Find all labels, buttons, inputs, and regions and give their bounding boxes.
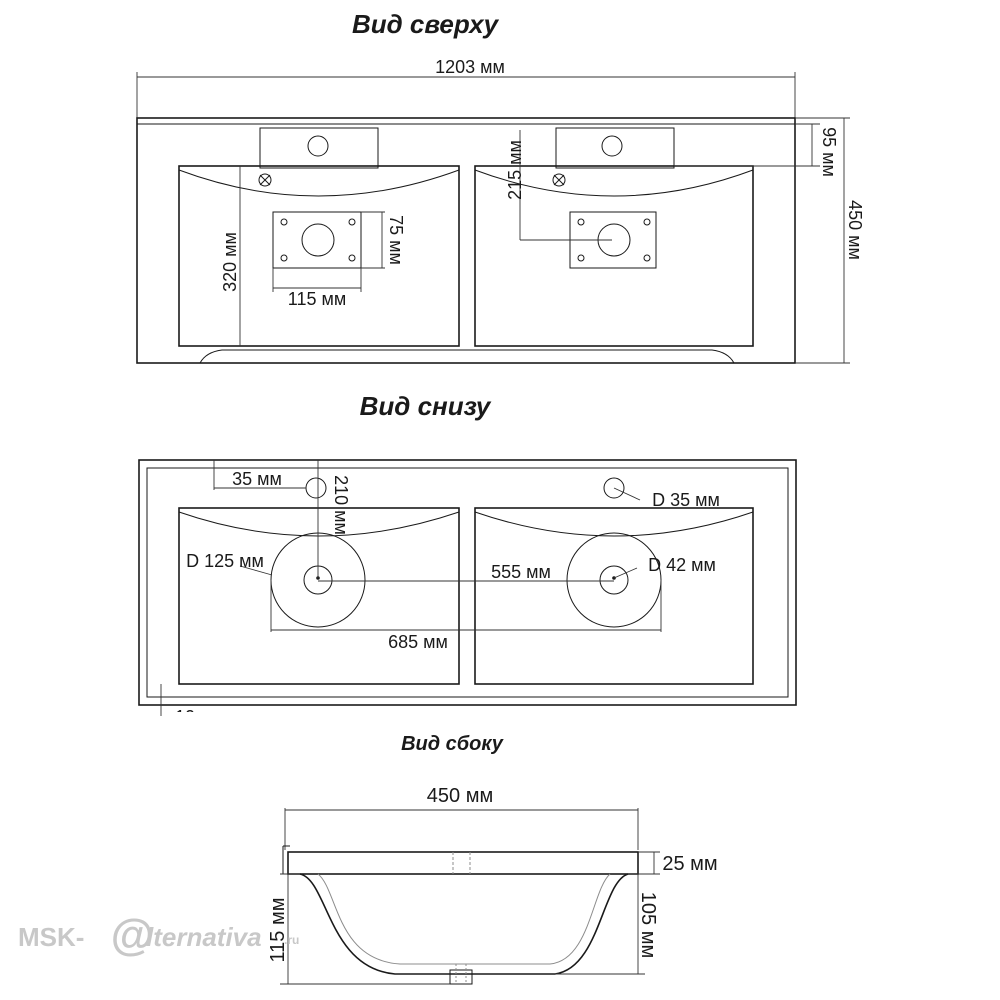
- top-left-bowl: [178, 165, 460, 347]
- bottom-inner-border: [146, 467, 789, 698]
- top-drain-offset-label: 215 мм: [505, 140, 525, 200]
- top-right-faucet-deck: [555, 127, 675, 169]
- top-right-overflow-icon: [552, 173, 566, 187]
- bottom-right-drain-hole: [599, 565, 629, 595]
- bottom-hole-offset-x-label: 35 мм: [232, 469, 282, 489]
- bottom-hole-diameter-label: D 35 мм: [652, 490, 720, 510]
- top-bracket-width-label: 115 мм: [288, 289, 346, 309]
- side-drain-outlet: [449, 969, 473, 985]
- bottom-bowl-diameter-label: D 125 мм: [186, 551, 264, 571]
- watermark-left: MSK-: [18, 922, 84, 952]
- top-faucet-offset-label: 95 мм: [819, 127, 839, 177]
- bottom-drain-diameter-label: D 42 мм: [648, 555, 716, 575]
- bottom-view: Вид снизу 35 мм 210 мм D 35 мм D 125 мм: [138, 391, 797, 727]
- side-bowl-height-label: 105 мм: [637, 892, 659, 958]
- bottom-right-bowl-curve: [474, 511, 754, 537]
- top-left-overflow-icon: [258, 173, 272, 187]
- watermark: MSK- @ lternativa .ru: [18, 911, 299, 960]
- bottom-left-bowl: [178, 507, 460, 685]
- top-right-bowl-curve: [474, 169, 754, 197]
- watermark-mark: @: [110, 911, 153, 960]
- bottom-right-drain-outer: [566, 532, 662, 628]
- bottom-countertop-outline: [138, 459, 797, 706]
- top-left-basin: [178, 127, 460, 347]
- side-depth-label: 450 мм: [427, 785, 493, 807]
- top-front-lip: [199, 349, 735, 364]
- top-left-faucet-hole: [307, 135, 329, 157]
- bottom-left-bowl-curve: [178, 511, 460, 537]
- top-bracket-height-label: 75 мм: [386, 215, 406, 265]
- bottom-left-faucet-hole: [305, 477, 327, 499]
- side-view: Вид сбоку 450 мм 25 мм 105 мм 115 мм: [267, 733, 718, 985]
- bottom-hole-offset-y-label: 210 мм: [331, 475, 351, 535]
- top-view: Вид сверху 1203 мм: [136, 9, 865, 364]
- side-total-height-label: 115 мм: [267, 898, 289, 963]
- top-left-drain-bracket: [272, 211, 362, 269]
- watermark-right: lternativa: [146, 922, 262, 952]
- top-right-faucet-hole: [601, 135, 623, 157]
- top-left-drain-hole: [301, 223, 335, 257]
- bottom-right-faucet-hole: [603, 477, 625, 499]
- top-countertop-outline: [136, 117, 796, 364]
- side-bowl-inner: [317, 873, 611, 965]
- top-left-bowl-curve: [178, 169, 460, 197]
- side-slab: [287, 851, 639, 875]
- side-view-title: Вид сбоку: [401, 733, 504, 755]
- bottom-edge-partial-label: 10: [175, 707, 195, 727]
- bottom-view-title: Вид снизу: [360, 391, 492, 421]
- bottom-bowl-spacing-label: 685 мм: [388, 632, 448, 652]
- top-bowl-depth-label: 320 мм: [220, 232, 240, 292]
- bottom-right-bowl: [474, 507, 754, 685]
- top-right-bowl: [474, 165, 754, 347]
- top-left-faucet-deck: [259, 127, 379, 169]
- bottom-drain-spacing-label: 555 мм: [491, 562, 551, 582]
- top-width-label: 1203 мм: [435, 57, 505, 77]
- watermark-suffix: .ru: [284, 933, 299, 947]
- top-view-title: Вид сверху: [352, 9, 500, 39]
- side-rim-label: 25 мм: [662, 853, 717, 875]
- side-bowl-outer: [299, 873, 629, 975]
- top-depth-label: 450 мм: [845, 200, 865, 260]
- bottom-edge-label-clip: 10: [175, 707, 195, 727]
